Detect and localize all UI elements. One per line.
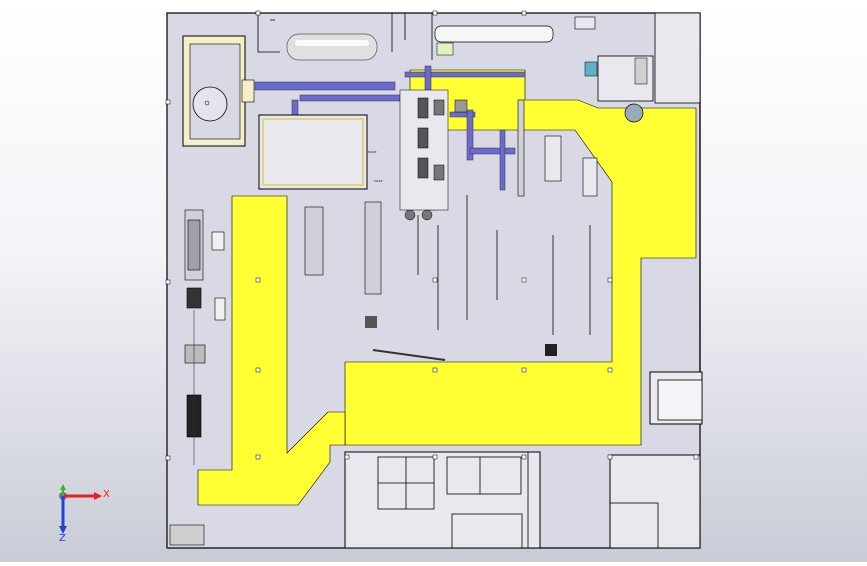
green-tank	[434, 25, 554, 43]
vertical-equipment-1	[304, 206, 324, 276]
triad-x-arrow	[94, 492, 102, 500]
drawing-label-1: MAKE	[368, 150, 377, 154]
bottom-block	[344, 451, 541, 549]
vertical-equipment-3	[544, 135, 562, 182]
green-tank-fill	[436, 42, 454, 56]
storage-tank-highlight	[295, 40, 369, 46]
triad-z-arrow	[59, 526, 67, 534]
control-room-inner	[262, 118, 364, 186]
triad-z-label: Z	[59, 533, 66, 544]
control-room	[258, 114, 368, 190]
dark-unit-2	[365, 316, 377, 328]
bottom-room-grid	[377, 452, 529, 549]
left-equipment-line	[184, 209, 226, 465]
wall-device	[574, 16, 596, 30]
drawing-label-2: MAKE	[374, 179, 383, 183]
bottom-right-subroom	[609, 502, 659, 549]
tank-hatch-icon	[204, 100, 210, 106]
safety-zone-upper	[344, 69, 697, 446]
column-markers	[165, 10, 699, 461]
cyan-unit	[584, 61, 598, 77]
triad-x-label: X	[103, 489, 110, 500]
bottom-right-room	[609, 454, 701, 549]
feed-line	[372, 349, 446, 361]
dark-unit-1	[545, 344, 557, 356]
coordinate-triad	[59, 484, 102, 534]
round-unit	[624, 103, 644, 123]
north-partitions	[257, 13, 433, 60]
tank-circle	[192, 86, 228, 122]
vertical-equipment-4	[582, 157, 598, 197]
bottom-left-device	[169, 524, 205, 546]
gray-cabinet	[634, 57, 648, 85]
drop-lines	[417, 195, 591, 335]
vertical-equipment-5	[517, 99, 525, 197]
vertical-equipment-2	[364, 201, 382, 295]
storage-tank	[286, 33, 378, 61]
triad-y-arrow	[60, 484, 66, 490]
notch-right-inner	[657, 379, 703, 421]
process-equipment-cluster	[399, 89, 468, 221]
tank-pump	[241, 79, 255, 103]
top-right-room	[654, 12, 701, 104]
safety-zone-left	[197, 195, 346, 506]
